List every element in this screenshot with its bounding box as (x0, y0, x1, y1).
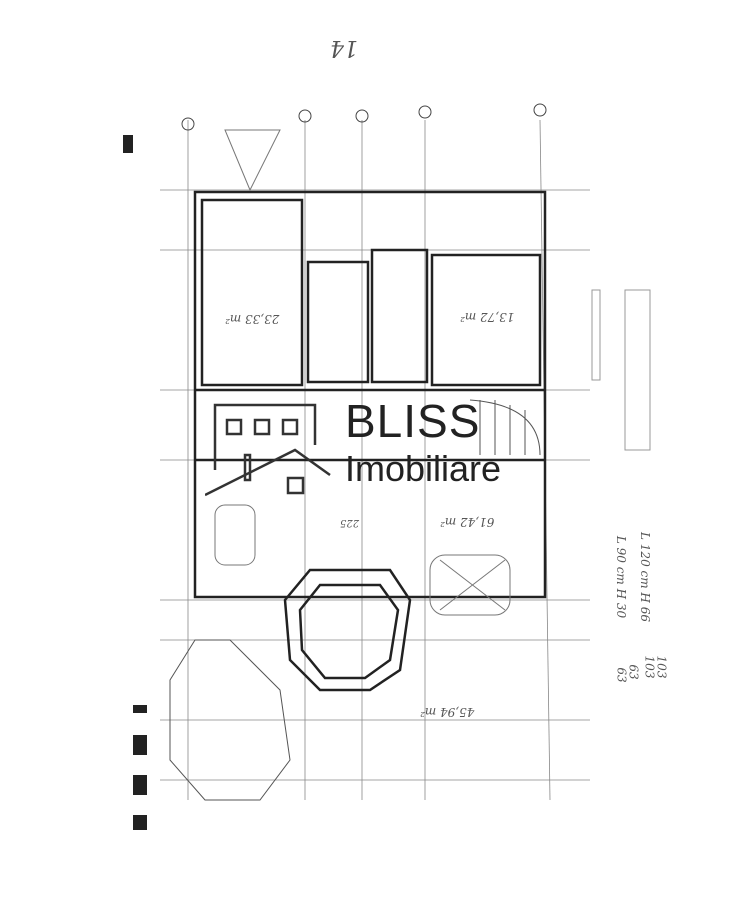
watermark-logo: BLISS Imobiliare (205, 395, 545, 500)
staircase (469, 399, 541, 456)
side-note: L 90 cm H 30 (614, 535, 629, 619)
room-area-label: 61,42 m² (440, 515, 495, 529)
side-number: 63 (626, 664, 641, 680)
side-note: L 120 cm H 66 (637, 532, 652, 622)
walls (193, 190, 547, 692)
house-logo-icon (205, 403, 331, 497)
room-area-label: 23,33 m² (225, 312, 280, 326)
room-area-label: 13,72 m² (460, 310, 515, 324)
watermark-line1: BLISS (345, 395, 481, 447)
terrace-outline (169, 639, 291, 801)
watermark-line2: Imobiliare (345, 448, 502, 489)
furniture (214, 129, 511, 616)
side-dimension-sketch (591, 289, 651, 451)
side-number: 103 (654, 655, 669, 679)
dimension-label: 225 (340, 517, 360, 528)
side-number: 63 (614, 667, 629, 683)
room-area-label: 45,94 m² (420, 705, 475, 719)
axis-markers (181, 103, 547, 131)
header-note: 14 (330, 35, 358, 60)
side-number: 103 (642, 655, 657, 679)
scale-bar (123, 135, 147, 830)
